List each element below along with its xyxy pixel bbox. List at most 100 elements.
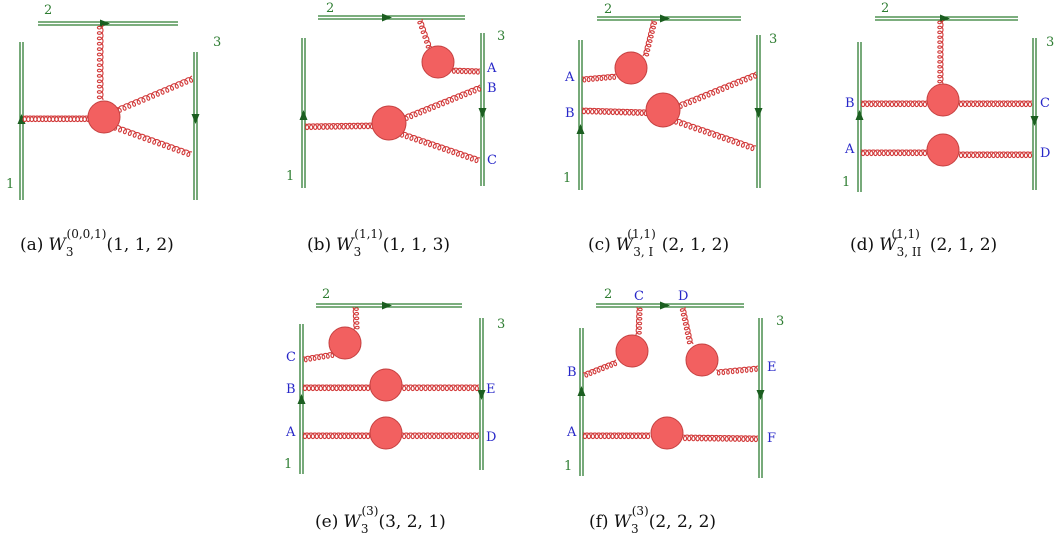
arrow-right-icon bbox=[100, 19, 110, 28]
gluon bbox=[642, 19, 658, 57]
line-label-1: 1 bbox=[6, 177, 14, 192]
wilson-line-3 bbox=[477, 318, 486, 470]
gluon bbox=[958, 151, 1033, 159]
caption-a: (a)W3(0,0,1)(1, 1, 2) bbox=[20, 227, 174, 259]
endpoint-label-E: E bbox=[486, 382, 496, 397]
line-label-1: 1 bbox=[286, 169, 294, 184]
endpoint-label-B: B bbox=[286, 382, 296, 397]
line-label-2: 2 bbox=[604, 2, 612, 17]
endpoint-label-A: A bbox=[564, 70, 575, 85]
gluon bbox=[113, 123, 193, 158]
gluon bbox=[958, 100, 1033, 108]
endpoint-label-B: B bbox=[567, 365, 577, 380]
line-label-3: 3 bbox=[497, 317, 505, 332]
wilson-line-2 bbox=[318, 13, 465, 22]
endpoint-label-C: C bbox=[487, 153, 497, 168]
gluon bbox=[635, 306, 643, 336]
gluon bbox=[582, 359, 618, 378]
gluon bbox=[401, 384, 480, 392]
gluon bbox=[400, 130, 481, 164]
line-label-3: 3 bbox=[776, 314, 784, 329]
gluon bbox=[937, 19, 944, 85]
arrow-right-icon bbox=[382, 13, 392, 22]
panel-e: 1 2 3 C B E A D bbox=[284, 287, 505, 474]
arrow-down-icon bbox=[191, 114, 200, 124]
arrow-up-icon bbox=[17, 114, 26, 124]
wilson-line-2 bbox=[38, 19, 178, 28]
panel-b: 1 2 3 A B C bbox=[286, 1, 505, 188]
arrow-up-icon bbox=[855, 110, 864, 120]
panel-d: 1 2 3 B C A D bbox=[842, 1, 1054, 192]
wilson-line-3 bbox=[1030, 38, 1039, 190]
gluon bbox=[679, 306, 694, 345]
endpoint-label-B: B bbox=[565, 106, 575, 121]
wilson-line-2 bbox=[316, 301, 462, 310]
endpoint-label-E: E bbox=[767, 360, 777, 375]
panel-a: 1 2 3 bbox=[6, 3, 221, 200]
blob bbox=[328, 326, 362, 360]
endpoint-label-C: C bbox=[1040, 96, 1050, 111]
wilson-line-2 bbox=[875, 14, 1018, 23]
arrow-up-icon bbox=[297, 394, 306, 404]
panel-c: 1 2 3 A B bbox=[563, 2, 777, 190]
line-label-2: 2 bbox=[44, 3, 52, 18]
arrow-right-icon bbox=[660, 14, 670, 23]
gluon bbox=[860, 100, 928, 108]
endpoint-label-B: B bbox=[845, 96, 855, 111]
endpoint-label-D: D bbox=[1040, 146, 1050, 161]
wilson-line-3 bbox=[191, 52, 200, 200]
line-label-2: 2 bbox=[322, 287, 330, 302]
line-label-1: 1 bbox=[563, 171, 571, 186]
blob bbox=[614, 51, 648, 85]
panel-f: 1 2 3 C D B E A F bbox=[564, 287, 784, 478]
arrow-right-icon bbox=[382, 301, 392, 310]
blob bbox=[650, 416, 684, 450]
arrow-down-icon bbox=[754, 108, 763, 118]
endpoint-label-A: A bbox=[486, 61, 497, 76]
blob bbox=[369, 416, 403, 450]
line-label-2: 2 bbox=[604, 287, 612, 302]
gluon bbox=[115, 75, 194, 113]
line-label-1: 1 bbox=[284, 457, 292, 472]
caption-c: (c)W3, I(1,1)(2, 1, 2) bbox=[588, 227, 729, 259]
wilson-line-1 bbox=[576, 40, 585, 190]
arrow-up-icon bbox=[299, 110, 308, 120]
wilson-line-1 bbox=[855, 42, 864, 192]
line-label-2: 2 bbox=[881, 1, 889, 16]
line-label-3: 3 bbox=[769, 32, 777, 47]
blob bbox=[685, 343, 719, 377]
arrow-up-icon bbox=[576, 124, 585, 134]
gluon bbox=[402, 84, 482, 121]
endpoint-label-C: C bbox=[286, 350, 296, 365]
line-label-3: 3 bbox=[1046, 35, 1054, 50]
wilson-line-3 bbox=[756, 318, 765, 478]
caption-e: (e)W3(3)(3, 2, 1) bbox=[315, 504, 446, 536]
caption-f: (f)W3(3)(2, 2, 2) bbox=[589, 504, 716, 536]
arrow-down-icon bbox=[478, 108, 487, 118]
gluon bbox=[304, 122, 375, 131]
gluon bbox=[674, 117, 757, 152]
caption-d: (d)W3, II(1,1)(2, 1, 2) bbox=[850, 227, 997, 259]
blob bbox=[87, 100, 121, 134]
endpoint-label-D: D bbox=[486, 430, 496, 445]
blob bbox=[371, 105, 407, 141]
arrow-down-icon bbox=[1030, 116, 1039, 126]
endpoint-label-B: B bbox=[487, 81, 497, 96]
blob bbox=[645, 92, 681, 128]
gluon bbox=[302, 384, 371, 392]
endpoint-label-A: A bbox=[844, 142, 855, 157]
caption-b: (b)W3(1,1)(1, 1, 3) bbox=[307, 227, 450, 259]
endpoint-label-F: F bbox=[767, 431, 776, 446]
gluon bbox=[715, 365, 759, 376]
gluon bbox=[96, 24, 104, 101]
arrow-down-icon bbox=[477, 390, 486, 400]
blob bbox=[421, 45, 455, 79]
endpoint-label-C: C bbox=[634, 289, 644, 304]
gluon bbox=[417, 18, 433, 49]
wilson-line-3 bbox=[754, 35, 763, 188]
gluon bbox=[682, 434, 759, 443]
gluon bbox=[676, 71, 758, 109]
gluon bbox=[401, 432, 480, 440]
gluon bbox=[352, 306, 360, 331]
